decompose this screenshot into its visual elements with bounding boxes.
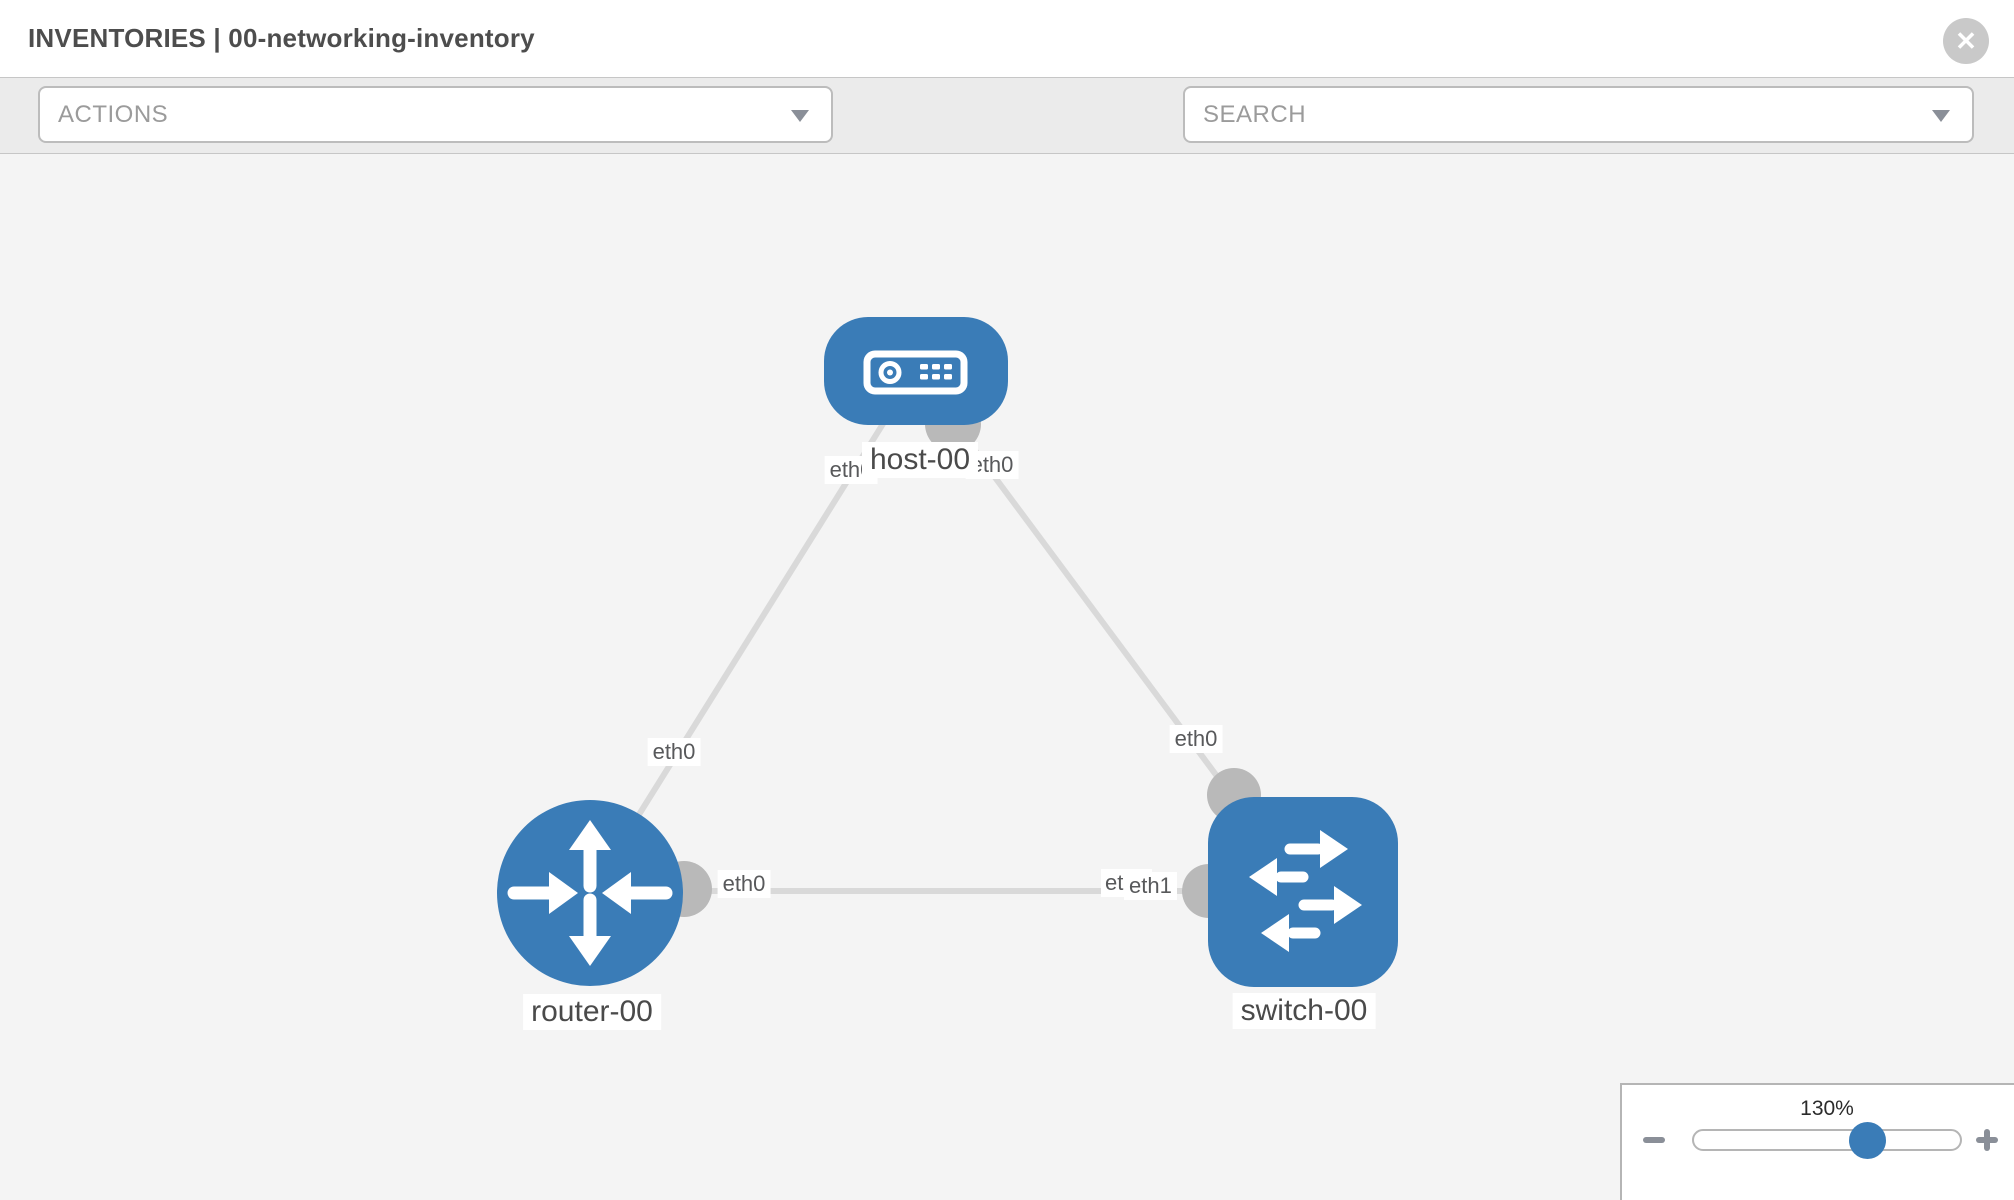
actions-dropdown[interactable]: ACTIONS [38, 86, 833, 143]
zoom-control-panel: 130% [1620, 1083, 2014, 1200]
interface-label-router-link-eth0: eth0 [647, 738, 701, 766]
node-label-switch: switch-00 [1232, 993, 1376, 1029]
node-label-host: host-00 [861, 442, 979, 478]
toolbar: ACTIONS SEARCH [0, 77, 2014, 213]
host-icon [863, 350, 968, 395]
zoom-out-button[interactable] [1641, 1127, 1667, 1153]
node-switch-00[interactable] [1208, 797, 1398, 987]
chevron-down-icon [1932, 110, 1950, 122]
search-dropdown[interactable]: SEARCH [1183, 86, 1974, 143]
header: INVENTORIES | 00-networking-inventory ✕ [0, 0, 2014, 77]
router-icon [507, 820, 673, 966]
interface-label-switch-link-eth0: eth0 [1169, 725, 1223, 753]
switch-icon [1249, 830, 1362, 952]
interface-label-router-eth0: eth0 [717, 870, 771, 898]
interface-label-switch-eth1: eth1 [1124, 872, 1177, 900]
node-host-00[interactable] [824, 317, 1008, 425]
close-button[interactable]: ✕ [1943, 18, 1989, 64]
zoom-level-value: 130% [1800, 1097, 1854, 1120]
topology-canvas[interactable]: host-00 router-00 switch-00 eth0 eth0 et… [0, 155, 2014, 1200]
node-label-router: router-00 [523, 994, 661, 1030]
node-router-00[interactable] [497, 800, 683, 986]
zoom-in-button[interactable] [1974, 1127, 2000, 1153]
zoom-slider-handle[interactable] [1849, 1122, 1886, 1159]
chevron-down-icon [791, 110, 809, 122]
zoom-slider-track[interactable] [1692, 1122, 1962, 1159]
page-title: INVENTORIES | 00-networking-inventory [28, 23, 535, 53]
close-icon: ✕ [1955, 26, 1977, 56]
actions-dropdown-label: ACTIONS [58, 101, 169, 128]
search-placeholder: SEARCH [1203, 101, 1307, 128]
